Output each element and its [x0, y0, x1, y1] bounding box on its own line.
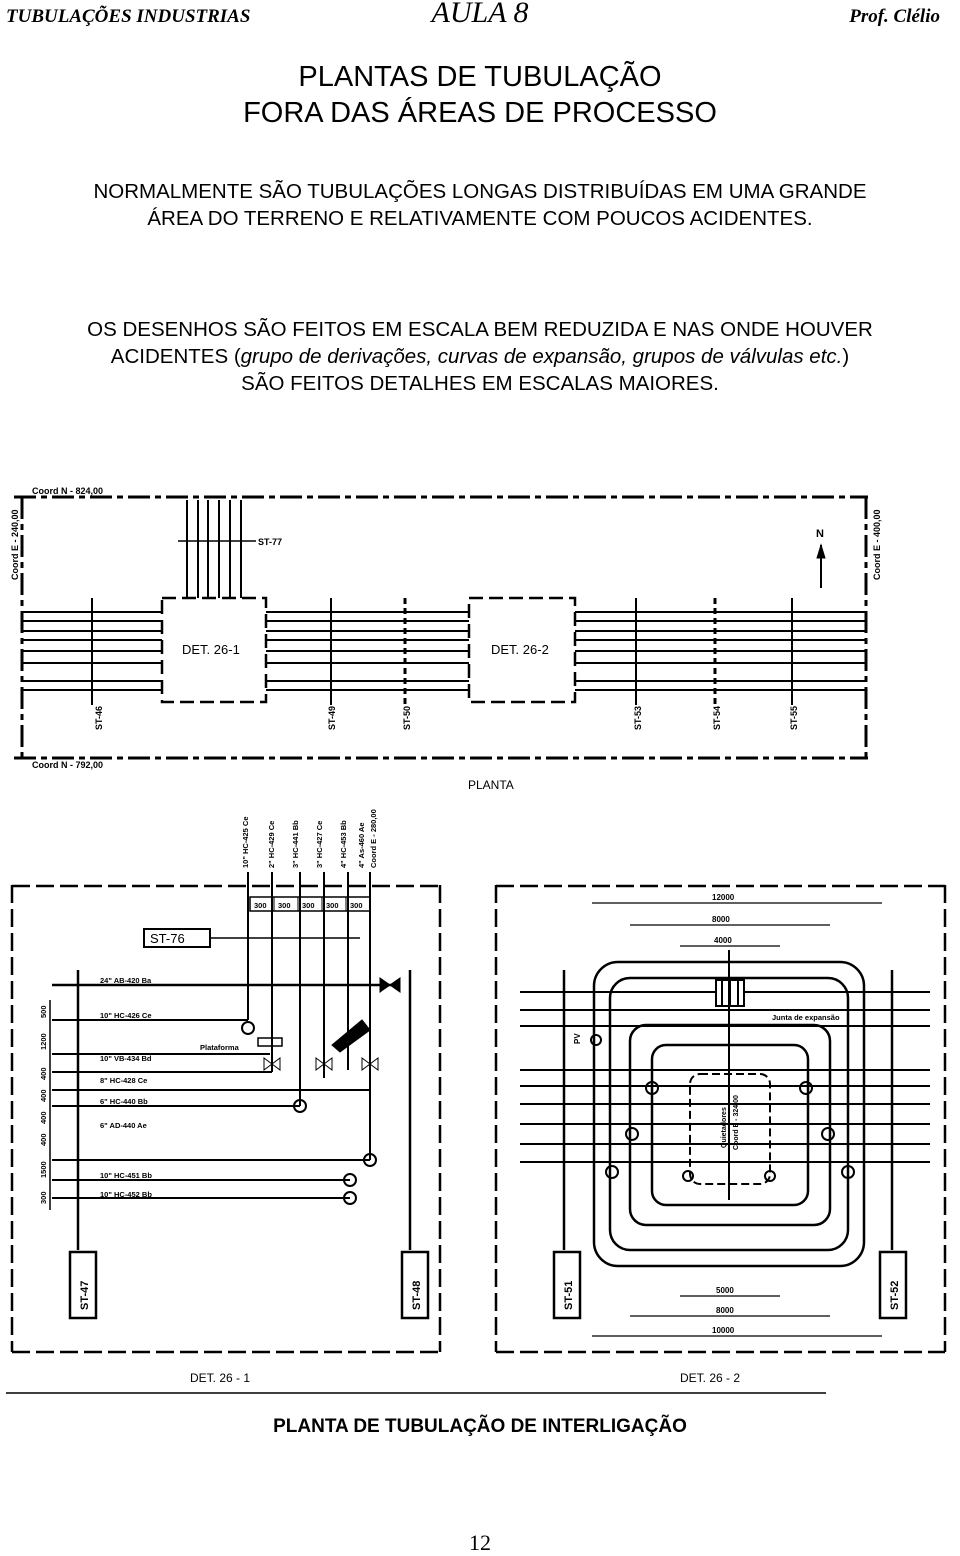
header-course: TUBULAÇÕES INDUSTRIAS: [6, 6, 251, 27]
det1-line-7: 10" HC-451 Bb: [100, 1171, 152, 1180]
det1-vline-6: 4" As-460 Ae: [357, 822, 366, 868]
st50-label: ST-50: [402, 706, 412, 730]
st47-label: ST-47: [79, 1281, 91, 1310]
det1-spacing-5: 300: [350, 901, 363, 910]
det1-dim-8: 300: [39, 1191, 48, 1204]
det1-dim-3: 400: [39, 1067, 48, 1080]
intro-line1: NORMALMENTE SÃO TUBULAÇÕES LONGAS DISTRI…: [93, 180, 867, 203]
intro-line2: ÁREA DO TERRENO E RELATIVAMENTE COM POUC…: [147, 207, 813, 230]
header-lesson: AULA 8: [431, 0, 529, 29]
det1-dim-7: 1500: [39, 1161, 48, 1178]
det2-dim-top-1: 12000: [712, 893, 735, 902]
coord-east-left: Coord E - 240,00: [10, 509, 20, 580]
det1-line-3: 10" VB-434 Bd: [100, 1054, 152, 1063]
det1-vline-5: 4" HC-453 Bb: [339, 820, 348, 868]
st49-label: ST-49: [327, 706, 337, 730]
pv-label: PV: [573, 1033, 582, 1044]
junta-label: Junta de expansão: [772, 1013, 840, 1022]
scale-line1: OS DESENHOS SÃO FEITOS EM ESCALA BEM RED…: [87, 318, 873, 341]
page-title-line2: FORA DAS ÁREAS DE PROCESSO: [243, 97, 717, 129]
det1-line-4: 8" HC-428 Ce: [100, 1076, 147, 1085]
coord-east-right: Coord E - 400,00: [872, 509, 882, 580]
page-number: 12: [469, 1530, 491, 1555]
det1-line-6: 6" AD-440 Ae: [100, 1121, 147, 1130]
det1-caption: DET. 26 - 1: [190, 1371, 250, 1385]
st48-label: ST-48: [411, 1281, 423, 1310]
det1-dim-1: 500: [39, 1005, 48, 1018]
st46-label: ST-46: [94, 706, 104, 730]
det2-dim-bottom-3: 10000: [712, 1326, 735, 1335]
plan-caption: PLANTA: [468, 778, 514, 792]
coord-north-bottom: Coord N - 792,00: [32, 760, 103, 770]
det1-line-2: 10" HC-426 Ce: [100, 1011, 152, 1020]
st53-label: ST-53: [633, 706, 643, 730]
det1-vline-4: 3" HC-427 Ce: [315, 821, 324, 868]
det2-dim-bottom-2: 8000: [716, 1306, 734, 1315]
det2-dim-top-2: 8000: [712, 915, 730, 924]
det2-drawing: [494, 884, 947, 1354]
det1-drawing: [10, 872, 442, 1354]
det2-caption: DET. 26 - 2: [680, 1371, 740, 1385]
det1-spacing-3: 300: [302, 901, 315, 910]
det1-ref: DET. 26-1: [182, 642, 240, 657]
det1-labels: 10" HC-425 Ce 2" HC-429 Ce 3" HC-441 Bb …: [39, 809, 423, 1385]
det2-ref: DET. 26-2: [491, 642, 549, 657]
st51-label: ST-51: [563, 1281, 575, 1310]
figure-caption: PLANTA DE TUBULAÇÃO DE INTERLIGAÇÃO: [273, 1416, 687, 1437]
page-title-line1: PLANTAS DE TUBULAÇÃO: [298, 61, 662, 93]
det1-line-5: 6" HC-440 Bb: [100, 1097, 148, 1106]
det1-vline-7: Coord E - 280,00: [369, 809, 378, 868]
det1-spacing-1: 300: [254, 901, 267, 910]
scale-line3: SÃO FEITOS DETALHES EM ESCALAS MAIORES.: [241, 372, 719, 395]
det1-vline-2: 2" HC-429 Ce: [267, 821, 276, 868]
st55-label: ST-55: [789, 706, 799, 730]
det1-spacing-4: 300: [326, 901, 339, 910]
scale-line2-suffix: ): [842, 345, 850, 368]
quietadores-label: Quietadores: [721, 1107, 728, 1148]
det1-vline-1: 10" HC-425 Ce: [241, 817, 250, 869]
det1-spacing-2: 300: [278, 901, 291, 910]
det2-dim-bottom-1: 5000: [716, 1286, 734, 1295]
det1-vline-3: 3" HC-441 Bb: [291, 820, 300, 868]
plan-drawing: [14, 495, 868, 760]
det2-dim-top-3: 4000: [714, 936, 732, 945]
st52-label: ST-52: [889, 1281, 901, 1310]
scale-paragraph: OS DESENHOS SÃO FEITOS EM ESCALA BEM RED…: [0, 316, 960, 397]
det1-dim-5: 400: [39, 1111, 48, 1124]
scale-line2-prefix: ACIDENTES (: [110, 345, 241, 368]
det1-line-8: 10" HC-452 Bb: [100, 1190, 152, 1199]
st54-label: ST-54: [712, 706, 722, 730]
det1-dim-2: 1200: [39, 1033, 48, 1050]
det1-dim-4: 400: [39, 1089, 48, 1102]
plan-labels: Coord N - 824,00 Coord N - 792,00 Coord …: [10, 486, 882, 792]
st77-label: ST-77: [258, 537, 282, 547]
det1-dim-6: 400: [39, 1133, 48, 1146]
plataforma-label: Plataforma: [200, 1043, 240, 1052]
det2-labels: 12000 8000 4000 5000 8000 10000 Junta de…: [563, 893, 901, 1385]
scale-line2: ACIDENTES (grupo de derivações, curvas d…: [0, 343, 960, 370]
det1-line-1: 24" AB-420 Ba: [100, 976, 152, 985]
intro-paragraph: NORMALMENTE SÃO TUBULAÇÕES LONGAS DISTRI…: [0, 178, 960, 232]
det2-coord-label: Coord E - 324,00: [733, 1095, 740, 1150]
north-label: N: [816, 528, 824, 540]
scale-line2-italic: grupo de derivações, curvas de expansão,…: [240, 345, 843, 368]
coord-north-top: Coord N - 824,00: [32, 486, 103, 496]
st76-label: ST-76: [150, 931, 185, 946]
header-author: Prof. Clélio: [849, 6, 940, 27]
